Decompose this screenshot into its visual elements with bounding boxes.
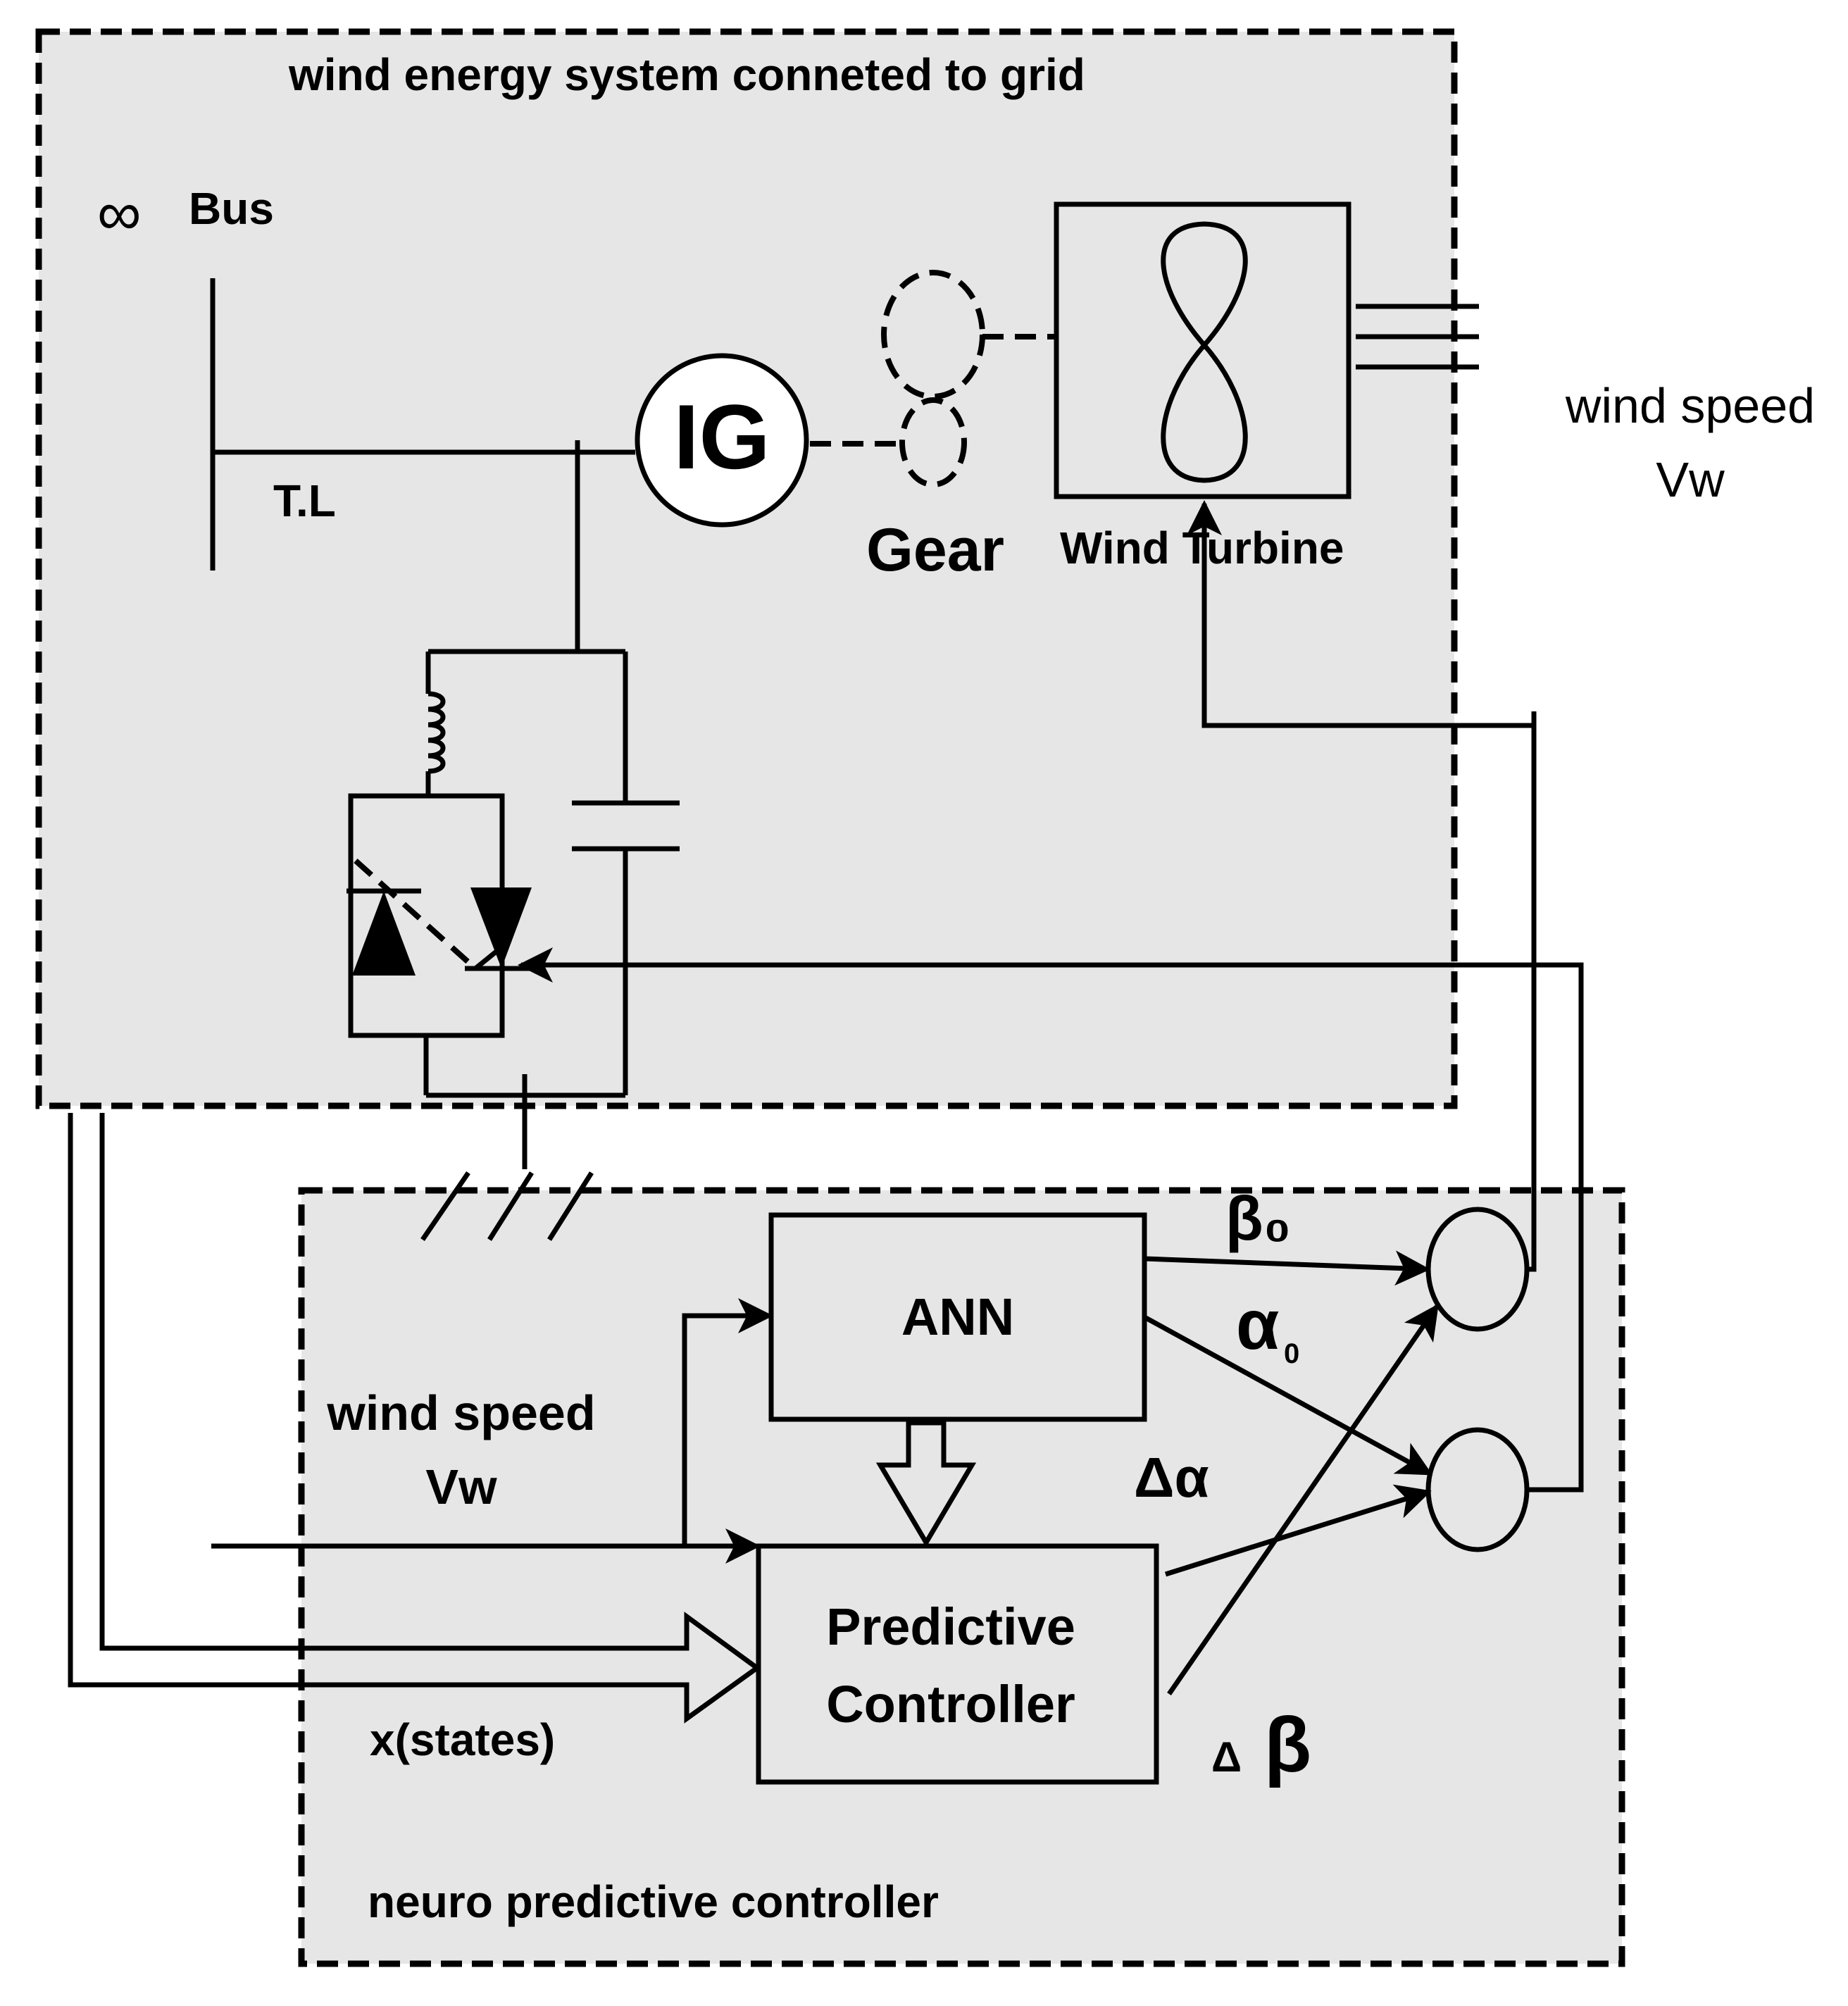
- wind-speed-external-symbol: Vw: [1656, 452, 1725, 507]
- measurement-slash-1: [420, 1171, 470, 1241]
- thyristor-gate-dash: [354, 859, 477, 971]
- gear-small-wheel: [899, 397, 967, 487]
- states-label: x(states): [370, 1714, 555, 1765]
- ann-label: ANN: [901, 1288, 1014, 1346]
- thyristor-icon: [470, 887, 532, 968]
- beta0-arrow: [1144, 1250, 1430, 1286]
- predictive-controller-block: [756, 1543, 1159, 1785]
- turbine-rotor-icon: [1161, 221, 1248, 483]
- summing-junction-beta: [1425, 1207, 1530, 1332]
- delta-alpha-label: Δα: [1134, 1446, 1209, 1509]
- predictive-label-line1: Predictive: [826, 1597, 1075, 1656]
- grid-system-title: wind energy system conneted to grid: [288, 49, 1085, 100]
- infinity-symbol: ∞: [97, 178, 142, 248]
- measurement-slash-3: [547, 1171, 594, 1241]
- ann-to-controller-arrow: [875, 1420, 977, 1547]
- controller-region: neuro predictive controller ANN Predicti…: [68, 1074, 1625, 1967]
- wind-speed-to-ann-arrow: [682, 1298, 773, 1546]
- delta-alpha-arrow: [1164, 1484, 1432, 1577]
- induction-generator: [635, 353, 809, 528]
- gear-label: Gear: [866, 516, 1004, 584]
- wind-speed-input-symbol: Vw: [425, 1459, 497, 1514]
- states-path-outer: [68, 1113, 759, 1724]
- thyristor-gate: [473, 945, 504, 971]
- wind-speed-input-label: wind speed: [326, 1385, 595, 1440]
- transmission-line-label: T.L: [273, 475, 336, 526]
- wind-speed-external-label: wind speed: [1565, 378, 1815, 433]
- measurement-slash-2: [487, 1171, 534, 1241]
- beta0-label: β₀: [1225, 1183, 1291, 1253]
- states-path-inner: [99, 1113, 759, 1670]
- predictive-label-line2: Controller: [826, 1675, 1075, 1733]
- diode-icon: [352, 891, 416, 976]
- alpha0-symbol: α: [1236, 1285, 1279, 1364]
- generator-label: IG: [673, 385, 770, 488]
- bus-label: Bus: [189, 183, 274, 234]
- ann-block: [768, 1212, 1147, 1422]
- grid-system-region: wind energy system conneted to grid ∞ Bu…: [35, 28, 1479, 1109]
- alpha0-subscript: 0: [1284, 1338, 1299, 1369]
- alpha0-arrow: [1143, 1314, 1433, 1476]
- firing-angle-feedback-line: [518, 947, 1584, 1493]
- summing-junction-alpha: [1425, 1427, 1530, 1552]
- delta-beta-arrow: [1167, 1303, 1439, 1695]
- controller-title: neuro predictive controller: [368, 1876, 939, 1927]
- delta-beta-beta: β: [1264, 1702, 1311, 1788]
- inductor-coil-icon: [427, 691, 446, 774]
- wind-turbine-box: [1054, 201, 1351, 499]
- delta-beta-delta: Δ: [1211, 1733, 1242, 1781]
